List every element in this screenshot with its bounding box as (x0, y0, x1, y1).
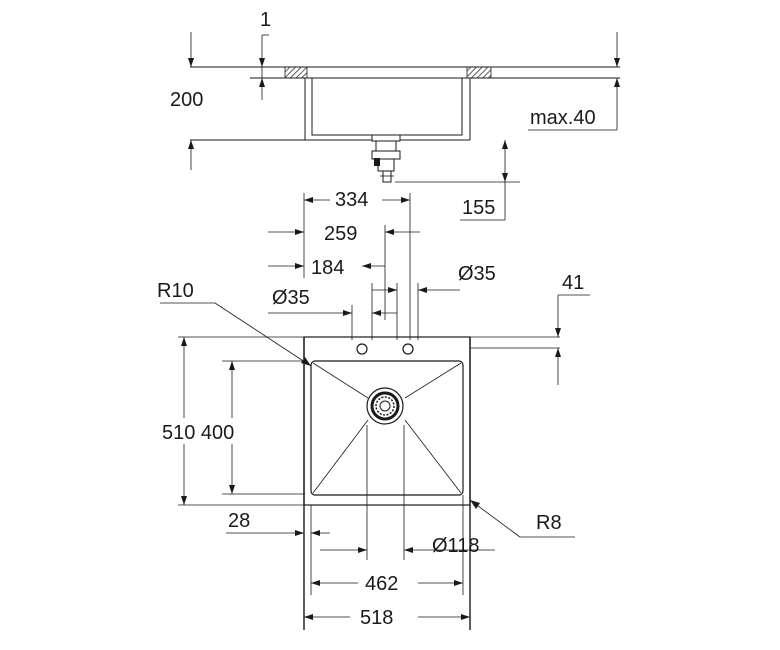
r10-leader (214, 302, 312, 367)
dim-334-label: 334 (335, 189, 368, 211)
dim-28-label: 28 (228, 510, 250, 532)
dim-d118-label: Ø118 (432, 535, 479, 557)
plan-view: 41 510 400 28 R8 Ø118 462 (160, 272, 590, 630)
sink-inner-bowl (310, 360, 464, 496)
top-dimension-chain: 334 259 184 Ø35 Ø35 R10 (157, 188, 496, 367)
worktop-hatch-right (466, 66, 492, 79)
worktop-hatch-left (284, 66, 308, 79)
dim-max40-label: max.40 (530, 107, 596, 129)
dim-259-label: 259 (324, 223, 357, 245)
dim-510-400-label: 510 400 (162, 422, 234, 444)
r10-label: R10 (157, 280, 194, 302)
bowl-outline (311, 78, 463, 136)
sink-outer-rim (303, 336, 471, 506)
r8-leader (469, 499, 521, 538)
dim-41-label: 41 (562, 272, 584, 294)
dim-184-label: 184 (311, 257, 344, 279)
dim-1-label: 1 (260, 9, 271, 31)
side-section-view: 1 200 max.40 155 (170, 9, 620, 221)
r8-label: R8 (536, 512, 562, 534)
dim-d35-left-label: Ø35 (272, 287, 310, 309)
tap-hole-left (356, 343, 368, 355)
tap-hole-right (402, 343, 414, 355)
drain-fitting-side (371, 134, 401, 183)
dim-d35-right-label: Ø35 (458, 263, 496, 285)
dim-155-label: 155 (462, 197, 495, 219)
dim-200-label: 200 (170, 89, 203, 111)
drain-plan (366, 387, 404, 425)
dim-518-label: 518 (360, 607, 393, 629)
dim-462-label: 462 (365, 573, 398, 595)
